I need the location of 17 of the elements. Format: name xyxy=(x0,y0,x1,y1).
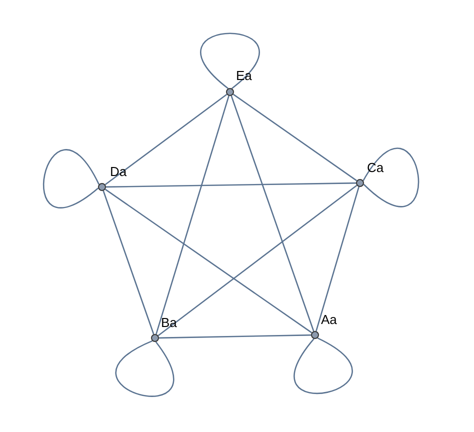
edge-line xyxy=(158,334,312,339)
edge-line xyxy=(104,188,312,334)
edge-line xyxy=(106,182,356,188)
edge-line xyxy=(316,186,360,332)
edge-line xyxy=(156,96,230,334)
vertex-label: Ba xyxy=(161,316,177,330)
self-loop xyxy=(294,338,353,394)
self-loop xyxy=(115,340,174,397)
vertex-label: Aa xyxy=(321,313,337,327)
edge-line xyxy=(232,94,358,182)
self-loop xyxy=(362,148,419,208)
edge-line xyxy=(158,184,358,336)
edge-line xyxy=(230,96,314,332)
edge-line xyxy=(104,94,228,186)
edge-line xyxy=(102,190,154,334)
self-loop xyxy=(43,149,100,208)
self-loop xyxy=(200,32,260,89)
